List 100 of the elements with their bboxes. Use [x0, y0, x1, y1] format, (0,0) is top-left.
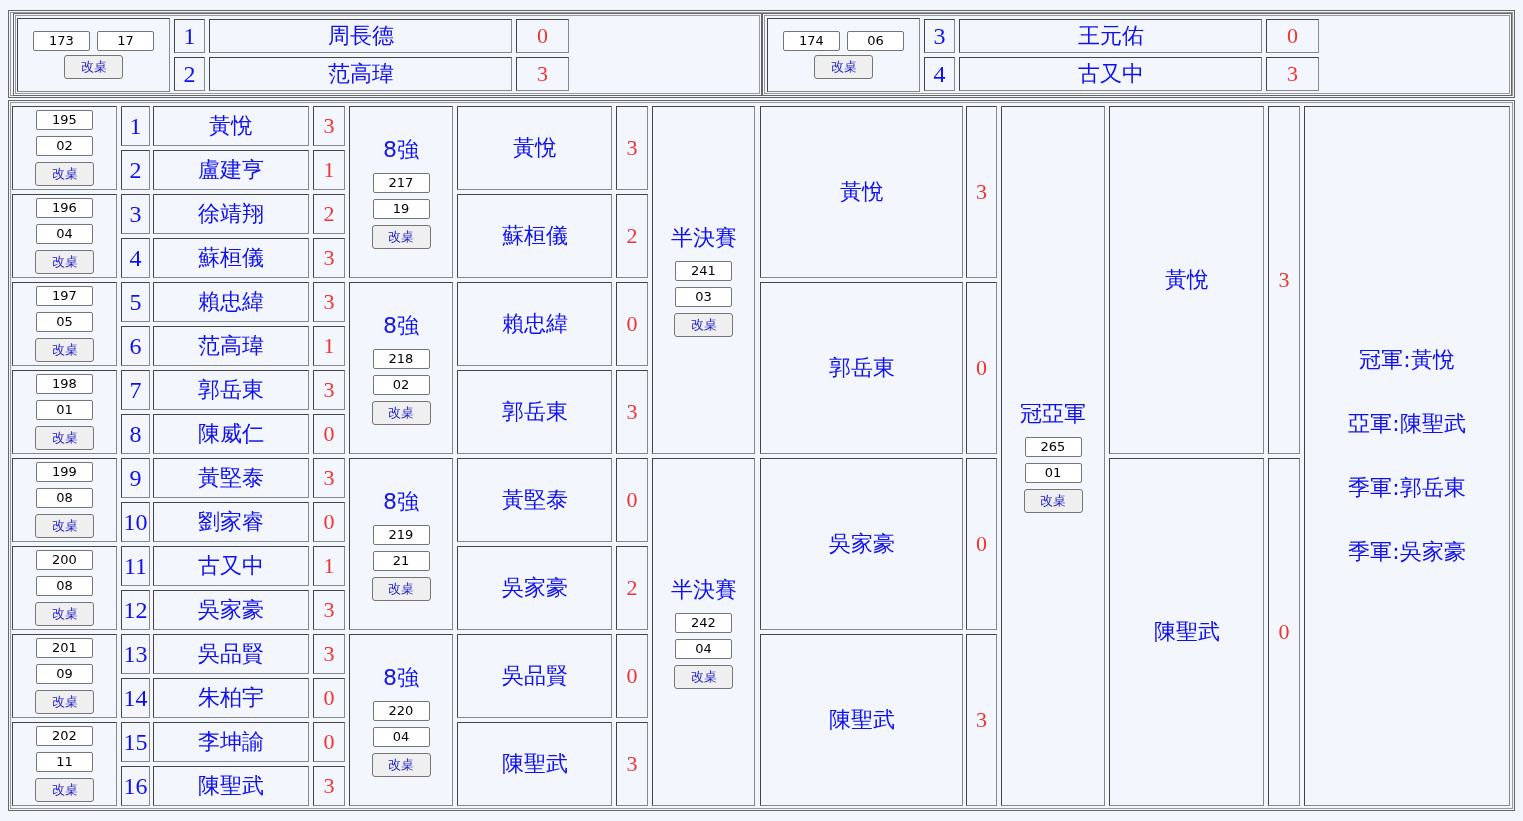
- number-field: 196: [36, 198, 93, 218]
- score-cell: 0: [1268, 458, 1300, 806]
- change-table-button: 改桌: [35, 426, 94, 450]
- player-name-cell: 郭岳東: [153, 370, 309, 410]
- change-table-button: 改桌: [371, 225, 431, 249]
- number-field: 200: [36, 550, 93, 570]
- number-field: 201: [36, 638, 93, 658]
- change-table-button: 改桌: [35, 162, 94, 186]
- number-field: 265: [1024, 437, 1082, 457]
- change-table-button: 改桌: [35, 602, 94, 626]
- score-cell: 0: [616, 282, 648, 366]
- table-control-panel: [12, 634, 117, 718]
- table-control-panel: [12, 282, 117, 366]
- round-title: 半決賽: [670, 576, 737, 604]
- score-cell: 3: [516, 57, 569, 91]
- score-cell: 3: [1266, 57, 1319, 91]
- player-name-cell: 陳聖武: [1109, 458, 1264, 806]
- score-cell: 0: [966, 458, 997, 630]
- number-field: 195: [36, 110, 93, 130]
- seed-number-cell: 7: [121, 370, 150, 410]
- player-name-cell: 王元佑: [959, 19, 1262, 53]
- seed-number-cell: 5: [121, 282, 150, 322]
- score-cell: 3: [1268, 106, 1300, 454]
- score-cell: 3: [313, 106, 345, 146]
- change-table-button: 改桌: [371, 577, 431, 601]
- number-field: 202: [36, 726, 93, 746]
- number-field: 218: [372, 349, 430, 369]
- seed-number-cell: 9: [121, 458, 150, 498]
- table-control-panel: [349, 282, 453, 454]
- player-name-cell: 徐靖翔: [153, 194, 309, 234]
- player-name-cell: 賴忠緯: [153, 282, 309, 322]
- player-name-cell: 黃悅: [760, 106, 963, 278]
- player-name-cell: 蘇桓儀: [457, 194, 612, 278]
- seed-number-cell: 11: [121, 546, 150, 586]
- table-control-panel: [17, 18, 170, 92]
- change-table-button: 改桌: [674, 313, 733, 337]
- round-title: 8強: [383, 664, 419, 692]
- number-field: 05: [36, 312, 93, 332]
- score-cell: 3: [313, 282, 345, 322]
- score-cell: 0: [616, 634, 648, 718]
- player-name-cell: 陳威仁: [153, 414, 309, 454]
- seed-number-cell: 10: [121, 502, 150, 542]
- player-name-cell: 周長德: [209, 19, 512, 53]
- score-cell: 3: [616, 106, 648, 190]
- seed-number-cell: 15: [121, 722, 150, 762]
- change-table-button: 改桌: [35, 338, 94, 362]
- score-cell: 0: [313, 678, 345, 718]
- change-table-button: 改桌: [814, 55, 873, 79]
- score-cell: 3: [313, 590, 345, 630]
- seed-number-cell: 6: [121, 326, 150, 366]
- score-cell: 2: [616, 546, 648, 630]
- number-field: 02: [36, 136, 93, 156]
- number-field: 197: [36, 286, 93, 306]
- table-control-panel: [349, 458, 453, 630]
- number-field: 08: [36, 576, 93, 596]
- change-table-button: 改桌: [35, 690, 94, 714]
- change-table-button: 改桌: [371, 401, 431, 425]
- number-field: 09: [36, 664, 93, 684]
- number-field: 04: [36, 224, 93, 244]
- seed-number-cell: 13: [121, 634, 150, 674]
- round-title: 8強: [383, 312, 419, 340]
- score-cell: 3: [313, 458, 345, 498]
- score-cell: 0: [1266, 19, 1319, 53]
- score-cell: 1: [313, 150, 345, 190]
- player-name-cell: 朱柏宇: [153, 678, 309, 718]
- seed-number-cell: 2: [174, 57, 205, 91]
- result-line: 冠軍:黃悅: [1359, 346, 1455, 374]
- player-name-cell: 吳家豪: [153, 590, 309, 630]
- change-table-button: 改桌: [35, 778, 94, 802]
- score-cell: 3: [313, 370, 345, 410]
- player-name-cell: 劉家睿: [153, 502, 309, 542]
- player-name-cell: 范高瑋: [153, 326, 309, 366]
- seed-number-cell: 4: [924, 57, 955, 91]
- player-name-cell: 郭岳東: [457, 370, 612, 454]
- seed-number-cell: 8: [121, 414, 150, 454]
- seed-number-cell: 14: [121, 678, 150, 718]
- table-control-panel: [652, 106, 755, 454]
- player-name-cell: 古又中: [153, 546, 309, 586]
- number-field: 19: [372, 199, 430, 219]
- result-line: 季軍:郭岳東: [1348, 474, 1466, 502]
- player-name-cell: 陳聖武: [760, 634, 963, 806]
- score-cell: 3: [313, 634, 345, 674]
- score-cell: 0: [313, 722, 345, 762]
- table-control-panel: [12, 458, 117, 542]
- score-cell: 3: [966, 106, 997, 278]
- seed-number-cell: 1: [174, 19, 205, 53]
- number-field: 220: [372, 701, 430, 721]
- number-field: 241: [675, 261, 732, 281]
- table-control-panel: [349, 106, 453, 278]
- player-name-cell: 吳品賢: [457, 634, 612, 718]
- number-field: 11: [36, 752, 93, 772]
- player-name-cell: 黃堅泰: [153, 458, 309, 498]
- number-field: 04: [675, 639, 732, 659]
- number-field: 199: [36, 462, 93, 482]
- table-control-panel: [12, 194, 117, 278]
- result-line: 亞軍:陳聖武: [1348, 410, 1466, 438]
- player-name-cell: 范高瑋: [209, 57, 512, 91]
- number-field: 242: [675, 613, 732, 633]
- seed-number-cell: 12: [121, 590, 150, 630]
- score-cell: 0: [313, 414, 345, 454]
